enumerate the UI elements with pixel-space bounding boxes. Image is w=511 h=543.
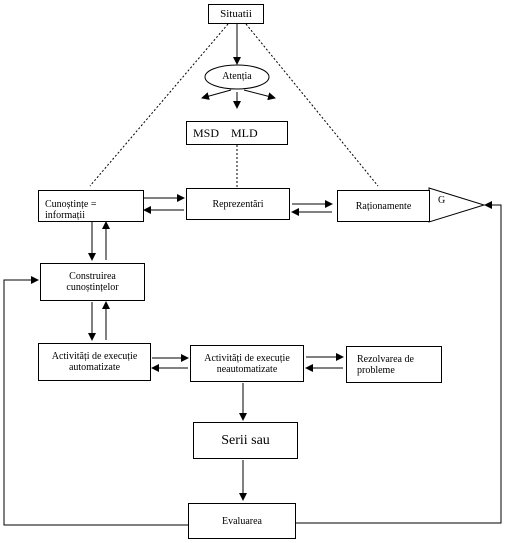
arrow-atentia-right bbox=[243, 89, 276, 101]
msd-mld-label: MSD MLD bbox=[193, 125, 258, 140]
goal-label: G bbox=[438, 195, 446, 206]
serii-label: Serii sau bbox=[221, 432, 270, 448]
node-rationamente: Raționamente bbox=[337, 190, 430, 222]
node-serii: Serii sau bbox=[193, 422, 298, 459]
node-reprezentari: Reprezentări bbox=[186, 188, 290, 220]
dotted-situatii-to-rationamente bbox=[245, 23, 379, 187]
node-rezolvarea: Rezolvarea de probleme bbox=[346, 346, 442, 383]
node-activitati-neautomatizate: Activități de execuție neautomatizate bbox=[190, 345, 304, 382]
cunostinte-label: Cunoștințe = informații bbox=[45, 199, 97, 221]
node-evaluarea: Evaluarea bbox=[188, 503, 296, 539]
rezolvarea-label: Rezolvarea de probleme bbox=[357, 353, 414, 376]
activitati-automatizate-label: Activități de execuție automatizate bbox=[51, 351, 138, 373]
feedback-loop-left bbox=[3, 276, 188, 526]
dotted-situatii-to-cunostinte bbox=[89, 23, 229, 187]
reprezentari-label: Reprezentări bbox=[212, 198, 264, 210]
activitati-neautomatizate-label: Activități de execuție neautomatizate bbox=[204, 352, 290, 375]
feedback-loop-right bbox=[296, 201, 502, 524]
rationamente-label: Raționamente bbox=[355, 200, 412, 212]
atentia-ellipse bbox=[204, 64, 270, 90]
node-atentia-label: Atenția bbox=[222, 71, 252, 82]
node-construirea: Construirea cunoștințelor bbox=[40, 263, 145, 301]
node-situatii: Situatii bbox=[208, 4, 264, 24]
node-cunostinte: Cunoștințe = informații bbox=[38, 190, 144, 222]
node-activitati-automatizate: Activități de execuție automatizate bbox=[38, 343, 151, 381]
situatii-label: Situatii bbox=[220, 8, 252, 20]
construirea-label: Construirea cunoștințelor bbox=[66, 271, 119, 293]
arrow-atentia-left bbox=[201, 89, 232, 100]
evaluarea-label: Evaluarea bbox=[222, 515, 262, 527]
node-msd-mld: MSD MLD bbox=[186, 121, 288, 145]
